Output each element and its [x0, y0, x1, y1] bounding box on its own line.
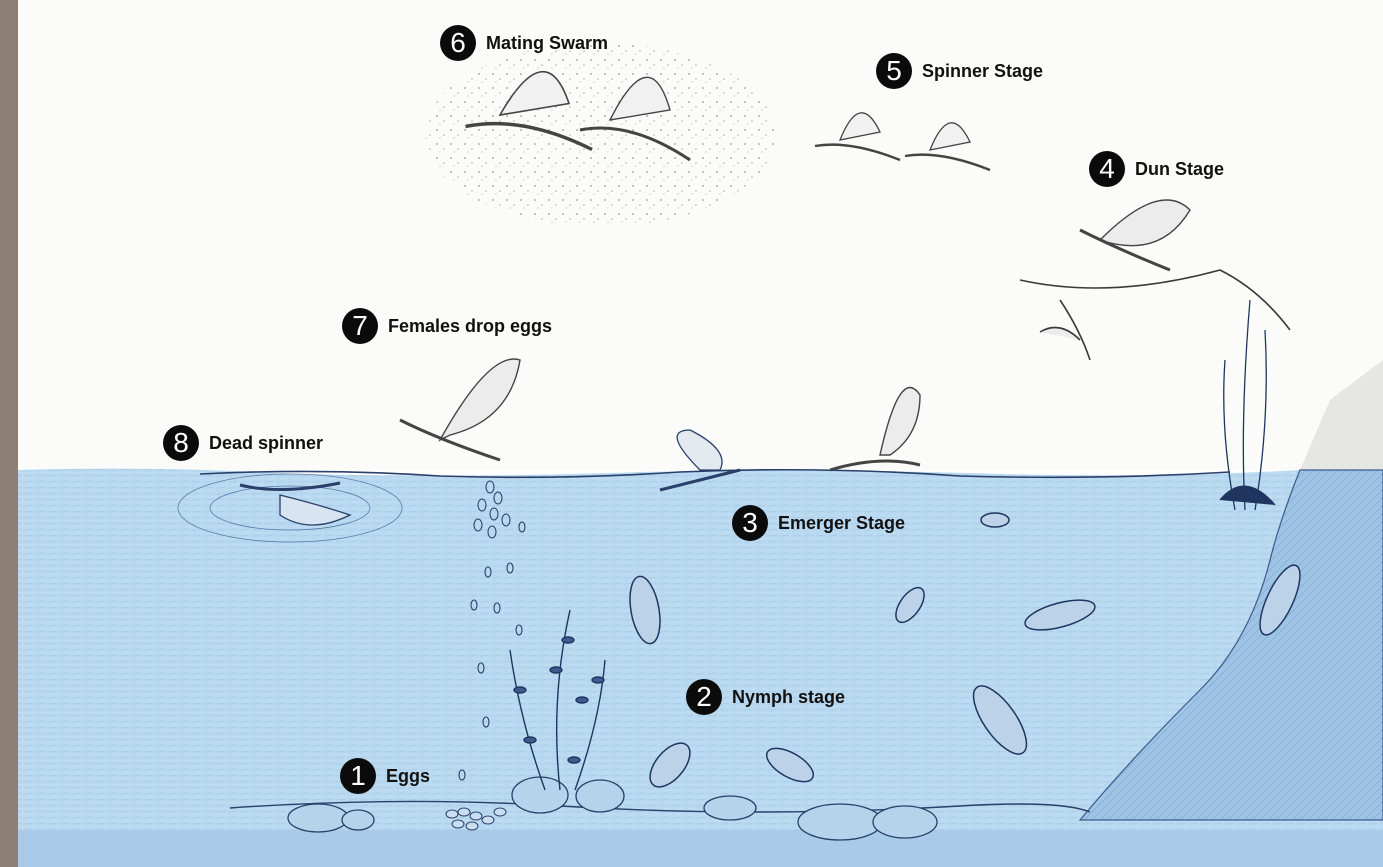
stage-number-badge: 5 [876, 53, 912, 89]
stage-label-text: Spinner Stage [922, 61, 1043, 82]
stage-number-badge: 2 [686, 679, 722, 715]
stage-label-text: Females drop eggs [388, 316, 552, 337]
stage-number-badge: 1 [340, 758, 376, 794]
frame-strip [0, 0, 18, 867]
stage-label-emerger: 3 Emerger Stage [732, 505, 905, 541]
swarm-cloud [425, 43, 775, 227]
stage-label-text: Eggs [386, 766, 430, 787]
stage-label-females-drop-eggs: 7 Females drop eggs [342, 308, 552, 344]
stage-label-text: Emerger Stage [778, 513, 905, 534]
stage-label-mating-swarm: 6 Mating Swarm [440, 25, 608, 61]
stage-label-dun: 4 Dun Stage [1089, 151, 1224, 187]
stage-number-badge: 6 [440, 25, 476, 61]
stage-label-text: Mating Swarm [486, 33, 608, 54]
stage-number-badge: 4 [1089, 151, 1125, 187]
stage-label-spinner: 5 Spinner Stage [876, 53, 1043, 89]
river-bed [18, 830, 1383, 867]
stage-label-text: Dead spinner [209, 433, 323, 454]
stage-label-text: Dun Stage [1135, 159, 1224, 180]
stage-number-badge: 3 [732, 505, 768, 541]
stage-label-eggs: 1 Eggs [340, 758, 430, 794]
stage-label-dead-spinner: 8 Dead spinner [163, 425, 323, 461]
stage-number-badge: 8 [163, 425, 199, 461]
stage-label-text: Nymph stage [732, 687, 845, 708]
stage-number-badge: 7 [342, 308, 378, 344]
stage-label-nymph: 2 Nymph stage [686, 679, 845, 715]
